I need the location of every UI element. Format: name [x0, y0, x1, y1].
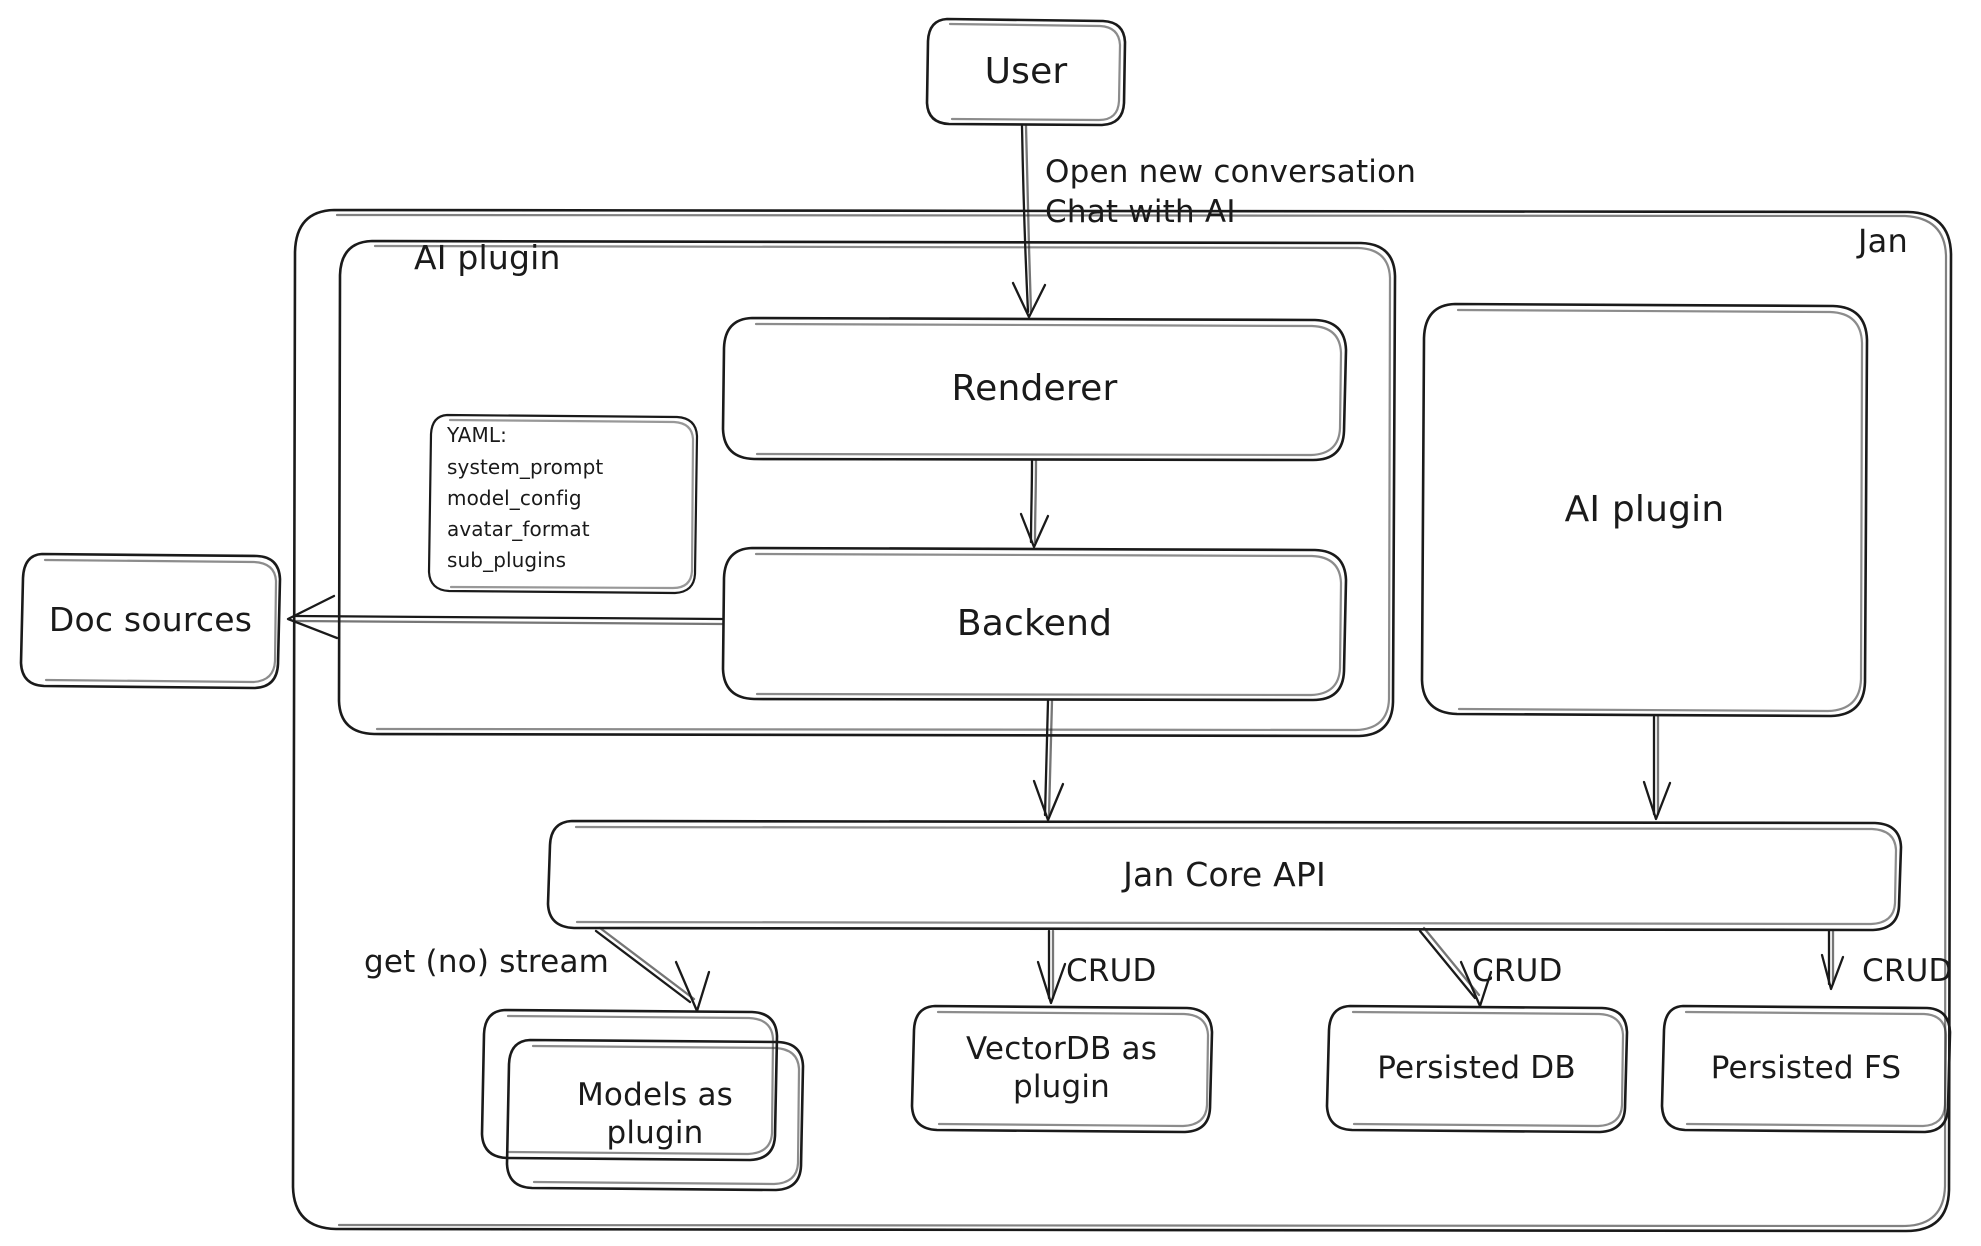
yaml-config-node[interactable]	[429, 415, 697, 593]
ai-plugin-right-box-shape	[1420, 302, 1869, 718]
edge-label-crud-persisted-fs: CRUD	[1862, 953, 1953, 989]
persisted-fs-box-shape	[1660, 1004, 1952, 1134]
edge-label-get-no-stream: get (no) stream	[364, 944, 610, 980]
edge-core-api-to-models	[594, 926, 711, 1013]
edge-user-to-renderer	[1011, 124, 1047, 319]
backend-box-shape	[721, 546, 1348, 702]
persisted-db-box-shape	[1325, 1004, 1629, 1134]
persisted-fs-node[interactable]	[1662, 1006, 1950, 1132]
edge-label-crud-persisted-db: CRUD	[1472, 953, 1563, 989]
edge-ai-plugin-to-core-api	[1642, 715, 1672, 821]
jan-core-api-box-shape	[546, 819, 1903, 932]
yaml-box-shape	[427, 413, 699, 595]
ai-plugin-container-label: AI plugin	[414, 238, 561, 277]
yaml-config-heading: YAML:	[447, 423, 507, 447]
jan-core-api-node[interactable]	[548, 821, 1901, 929]
models-as-plugin-node[interactable]	[482, 1010, 803, 1190]
edge-label-open-new-conversation: Open new conversation Chat with AI	[1045, 154, 1417, 231]
edge-renderer-to-backend	[1019, 459, 1050, 549]
backend-node[interactable]	[723, 548, 1346, 700]
models-as-plugin-box-shape	[480, 1008, 805, 1192]
jan-container-label: Jan	[1858, 222, 1908, 260]
edge-label-crud-vectordb: CRUD	[1066, 953, 1157, 989]
edge-core-api-to-persisted-db	[1418, 926, 1493, 1008]
renderer-box-shape	[721, 316, 1348, 462]
vectordb-as-plugin-box-shape	[910, 1004, 1214, 1134]
vectordb-as-plugin-node[interactable]	[912, 1006, 1211, 1132]
yaml-config-item-system-prompt: system_prompt	[447, 455, 604, 479]
edge-backend-to-doc-sources	[286, 594, 724, 640]
edge-backend-to-core-api	[1032, 699, 1065, 822]
edge-core-api-to-persisted-fs	[1820, 929, 1845, 991]
persisted-db-node[interactable]	[1327, 1006, 1626, 1132]
user-box-shape	[925, 17, 1127, 127]
yaml-config-item-model-config: model_config	[447, 486, 582, 510]
edge-core-api-to-vectordb	[1036, 929, 1067, 1005]
yaml-config-item-sub-plugins: sub_plugins	[447, 548, 567, 572]
jan-container-shape	[291, 208, 1953, 1233]
yaml-config-item-avatar-format: avatar_format	[447, 517, 590, 541]
ai-plugin-right-node[interactable]	[1422, 304, 1867, 716]
doc-sources-box-shape	[19, 552, 282, 690]
renderer-node[interactable]	[723, 318, 1346, 460]
doc-sources-node[interactable]	[21, 554, 280, 687]
ai-plugin-container-shape	[337, 239, 1397, 738]
user-node[interactable]	[927, 19, 1125, 125]
